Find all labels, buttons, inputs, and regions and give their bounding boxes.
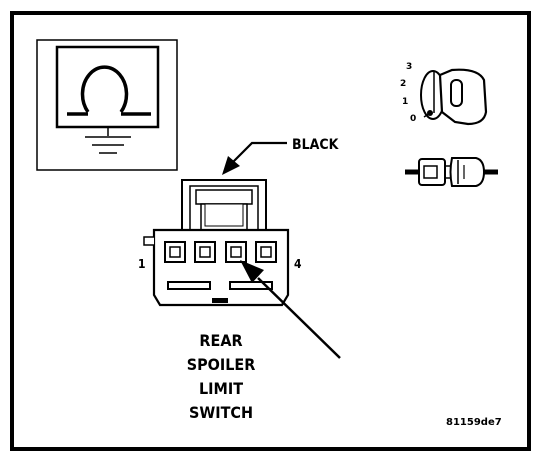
key-position-2: 2 xyxy=(400,79,406,89)
wire-color-callout: BLACK xyxy=(222,137,340,175)
figure-frame xyxy=(10,11,531,451)
test-probe-arrow xyxy=(240,260,341,359)
key-position-3: 3 xyxy=(406,62,412,72)
component-title: REAR SPOILER LIMIT SWITCH xyxy=(187,331,256,422)
key-position-0: 0 xyxy=(410,114,416,124)
ohmmeter-icon xyxy=(36,39,178,171)
switch-connector: 1 4 xyxy=(138,179,302,307)
title-line-1: REAR xyxy=(199,331,242,350)
pin-cavity xyxy=(164,241,186,263)
pin-cavity xyxy=(225,241,247,263)
ignition-key-off-icon: 3 2 1 0 xyxy=(400,62,488,126)
key-position-1: 1 xyxy=(402,97,408,107)
title-line-4: SWITCH xyxy=(189,403,253,422)
title-line-3: LIMIT xyxy=(199,379,243,398)
title-line-2: SPOILER xyxy=(187,355,256,374)
pin-cavity xyxy=(194,241,216,263)
pin-4-label: 4 xyxy=(294,257,302,271)
pin-cavity xyxy=(255,241,277,263)
figure-code: 81159de7 xyxy=(446,417,502,428)
wire-arrow-head xyxy=(222,156,240,175)
disconnect-connector-icon xyxy=(405,157,498,187)
wire-color-label: BLACK xyxy=(292,137,340,153)
pin-1-label: 1 xyxy=(138,257,146,271)
